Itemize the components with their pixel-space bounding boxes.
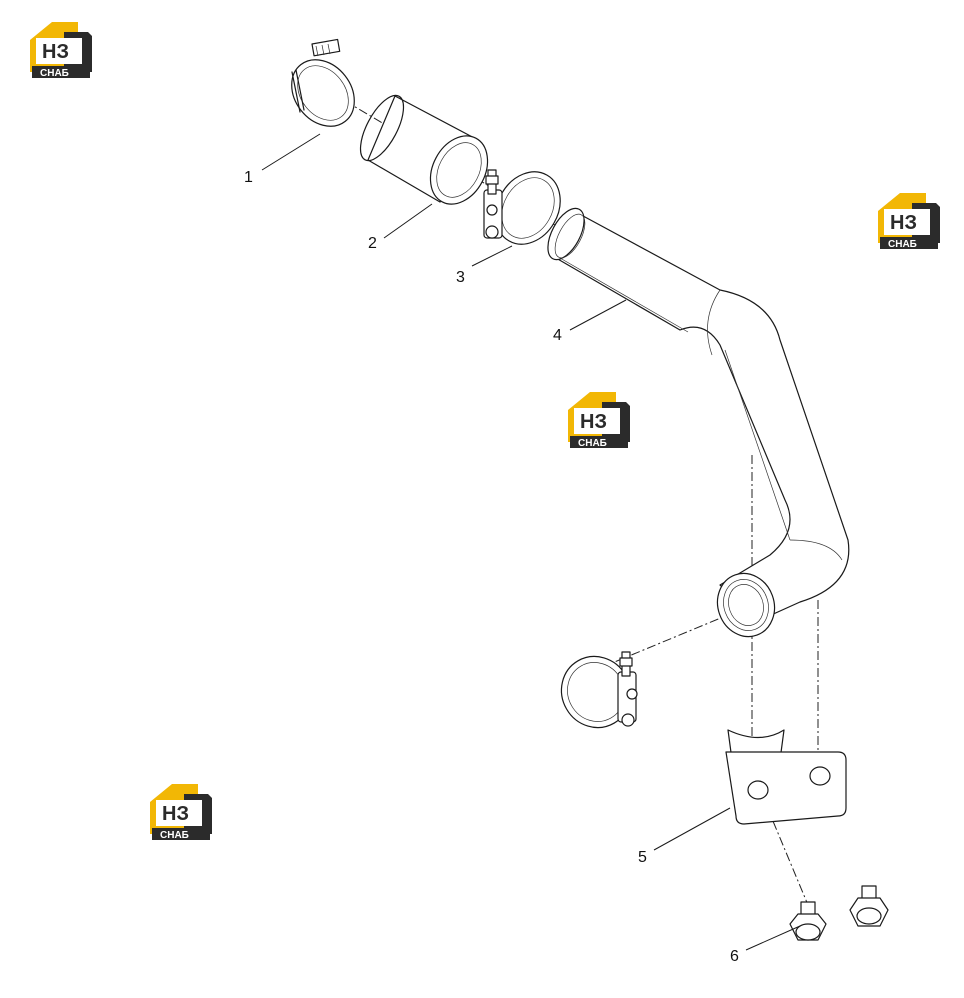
logo-watermark-4: НЗ СНАБ	[150, 784, 212, 841]
callout-4: 4	[553, 327, 562, 344]
t-bolt-clamp-part-3	[483, 169, 561, 245]
logo-watermark-1: НЗ СНАБ	[30, 22, 92, 79]
callout-5: 5	[638, 849, 647, 866]
logo-mark-text: НЗ	[580, 411, 607, 433]
logo-caption-text: СНАБ	[40, 68, 69, 79]
logo-caption-text: СНАБ	[578, 438, 607, 449]
bent-pipe-part-4	[547, 207, 850, 638]
callout-2: 2	[368, 235, 377, 252]
callout-3: 3	[456, 269, 465, 286]
logo-watermark-3: НЗ СНАБ	[568, 392, 630, 449]
bracket-part-5	[725, 729, 847, 825]
hose-sleeve-part-2	[359, 94, 489, 205]
callout-6: 6	[730, 948, 739, 965]
logo-mark-text: НЗ	[42, 41, 69, 63]
flange-bolt-part-6	[789, 901, 827, 941]
logo-caption-text: СНАБ	[160, 830, 189, 841]
callouts: 1 2 3 4 5 6	[244, 169, 739, 965]
logo-mark-text: НЗ	[162, 803, 189, 825]
callout-1: 1	[244, 169, 253, 186]
hose-clamp-part-1	[291, 38, 355, 127]
logo-caption-text: СНАБ	[888, 239, 917, 250]
leader-lines	[261, 133, 801, 951]
logo-watermark-2: НЗ СНАБ	[878, 193, 940, 250]
flange-bolt-second	[849, 885, 889, 927]
t-bolt-clamp-lower	[560, 651, 638, 729]
logo-mark-text: НЗ	[890, 212, 917, 234]
